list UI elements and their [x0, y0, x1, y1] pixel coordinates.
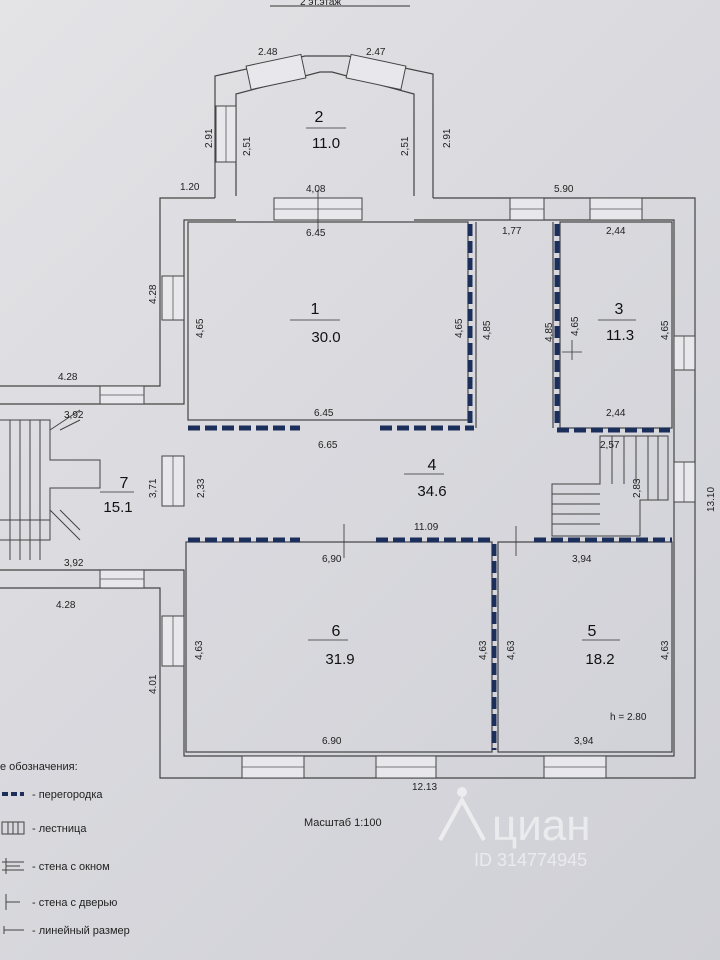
dim-room5-top: 3,94 — [572, 554, 592, 565]
legend-dimension-label: - линейный размер — [32, 925, 130, 937]
dim-room5-right: 4,63 — [660, 640, 671, 660]
dimension-lines — [100, 127, 636, 641]
floor-title: 2 эт.этаж — [300, 0, 341, 8]
legend: е обозначения: - перегородка - лестница … — [0, 761, 130, 937]
room-6-number: 6 — [332, 623, 341, 640]
door-wall-icon — [5, 894, 20, 910]
room-4-number: 4 — [428, 457, 437, 474]
dim-room1-right2: 4,85 — [482, 320, 493, 340]
dim-bay-left-inner: 2,51 — [242, 136, 253, 156]
dim-room1-bottom: 6.45 — [314, 408, 334, 419]
room-3-area: 11.3 — [606, 327, 634, 344]
dim-bay-right-inner: 2,51 — [400, 136, 411, 156]
dim-room4-left: 2,33 — [196, 478, 207, 498]
room-2-number: 2 — [315, 109, 324, 126]
window-lines — [100, 106, 685, 768]
room-4-area: 34.6 — [417, 483, 446, 500]
legend-door-wall-label: - стена с дверью — [32, 897, 117, 909]
watermark-id: ID 314774945 — [474, 850, 587, 870]
dim-left-outer-bottom: 4.01 — [148, 674, 159, 694]
dim-room7-left: 3,71 — [148, 478, 159, 498]
room-3-number: 3 — [615, 301, 624, 318]
dim-room3-top: 2,44 — [606, 226, 626, 237]
dim-stair3-width: 2,57 — [600, 440, 620, 451]
dim-stair3-height: 2,83 — [632, 478, 643, 498]
dim-room7-top: 3,92 — [64, 410, 84, 421]
window-wall-icon — [2, 858, 24, 874]
dim-room4-top: 6.65 — [318, 440, 338, 451]
dim-bottom-total: 12.13 — [412, 782, 437, 793]
dim-bay-right-outer: 2.91 — [442, 128, 453, 148]
staircase-left — [0, 409, 101, 560]
dim-room1-left-outer: 4.28 — [148, 284, 159, 304]
dim-bay-bottom: 4,08 — [306, 184, 326, 195]
scale-label: Масштаб 1:100 — [304, 817, 382, 829]
dim-room5-bottom: 3,94 — [574, 736, 594, 747]
room-1-area: 30.0 — [311, 329, 340, 346]
room-5-area: 18.2 — [585, 651, 614, 668]
room-1-number: 1 — [311, 301, 320, 318]
staircase-right — [551, 435, 669, 537]
watermark: циан ID 314774945 — [438, 787, 591, 870]
dim-room7-bottom-outer: 4.28 — [56, 600, 76, 611]
legend-title: е обозначения: — [0, 761, 78, 773]
dim-room3-right: 4,65 — [660, 320, 671, 340]
dim-room1-top: 6.45 — [306, 228, 326, 239]
room-2-area: 11.0 — [312, 135, 340, 152]
dim-right-outer: 13.10 — [706, 487, 717, 512]
dim-room7-bottom: 3,92 — [64, 558, 84, 569]
dimension-line-icon — [3, 926, 24, 934]
room-5-number: 5 — [588, 623, 597, 640]
legend-stairs-label: - лестница — [32, 823, 87, 835]
dim-room3-bottom: 2,44 — [606, 408, 626, 419]
room-labels: 2 11.0 1 30.0 3 11.3 4 34.6 5 18.2 6 31.… — [103, 109, 634, 668]
stairs-icon — [1, 821, 25, 835]
dim-offset-left: 1.20 — [180, 182, 200, 193]
cian-logo-icon — [438, 787, 486, 841]
dim-room6-top: 6,90 — [322, 554, 342, 565]
dim-room6-left: 4,63 — [194, 640, 205, 660]
legend-partition-label: - перегородка — [32, 789, 103, 801]
dim-room6-bottom: 6.90 — [322, 736, 342, 747]
partitions — [188, 224, 672, 750]
dim-room1-right: 4,65 — [454, 318, 465, 338]
dim-room5-left: 4,63 — [506, 640, 517, 660]
watermark-brand: циан — [492, 801, 591, 850]
ceiling-height: h = 2.80 — [610, 712, 647, 723]
legend-window-wall-label: - стена с окном — [32, 861, 110, 873]
dim-room4-bottom: 11.09 — [414, 522, 439, 533]
dim-room1-left: 4,65 — [195, 318, 206, 338]
dim-corridor-top: 1,77 — [502, 226, 522, 237]
dim-bay-left-outer: 2.91 — [204, 128, 215, 148]
room-7-number: 7 — [120, 475, 129, 492]
dim-room6-right: 4,63 — [478, 640, 489, 660]
dim-room3-left-b: 4,65 — [570, 316, 581, 336]
dim-room7-top-outer: 4.28 — [58, 372, 78, 383]
dim-room3-left-a: 4,85 — [544, 322, 555, 342]
room-7-area: 15.1 — [103, 499, 132, 516]
dim-bay-top-left: 2.48 — [258, 47, 278, 58]
room-6-area: 31.9 — [325, 651, 354, 668]
dimension-labels: 2.48 2.47 2.91 2,51 2,51 2.91 4,08 1.20 … — [56, 47, 717, 793]
dim-bay-top-right: 2.47 — [366, 47, 386, 58]
dim-top-right: 5.90 — [554, 184, 574, 195]
exterior-walls — [0, 55, 696, 779]
